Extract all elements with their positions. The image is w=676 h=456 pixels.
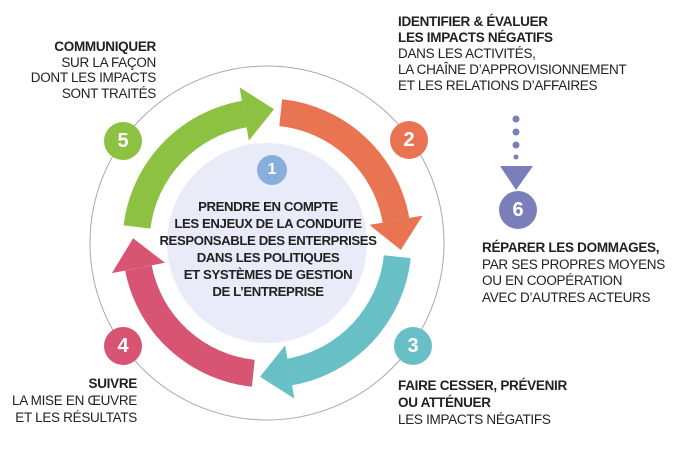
step-2-badge: 2 [390, 121, 428, 159]
step-1-label: PRENDRE EN COMPTE LES ENJEUX DE LA CONDU… [157, 198, 379, 300]
step-4-subtext: ET LES RÉSULTATS [15, 410, 137, 425]
step-5-subtext: DONT LES IMPACTS [30, 70, 157, 85]
step-4-badge: 4 [104, 327, 142, 365]
center-disc [167, 143, 367, 343]
arrow-head-orange-icon [369, 215, 423, 250]
cycle-arrow-green [123, 87, 274, 229]
step-2-label: IDENTIFIER & ÉVALUER LES IMPACTS NÉGATIF… [398, 14, 627, 94]
step-3-badge: 3 [394, 327, 432, 365]
dotted-arrow-down-icon [500, 115, 533, 190]
step-1-line: PRENDRE EN COMPTE [198, 199, 338, 214]
step-4-subtext: LA MISE EN ŒUVRE [12, 393, 137, 408]
step-6-title: RÉPARER LES DOMMAGES, [482, 240, 660, 255]
step-2-subtext: LA CHAÎNE D’APPROVISIONNEMENT [398, 62, 627, 77]
step-6-label: RÉPARER LES DOMMAGES, PAR SES PROPRES MO… [482, 240, 665, 306]
step-5-label: COMMUNIQUER SUR LA FAÇON DONT LES IMPACT… [30, 39, 157, 101]
step-5-title: COMMUNIQUER [54, 39, 156, 54]
step-6-subtext: OU EN COOPÉRATION [482, 273, 623, 288]
cycle-arrow-pink [111, 238, 256, 387]
outer-ring-line [89, 65, 445, 421]
step-1-line: DE L’ENTREPRISE [212, 284, 324, 299]
step-5-subtext: SUR LA FAÇON [61, 54, 156, 70]
step-6-subtext: AVEC D’AUTRES ACTEURS [482, 289, 651, 305]
cycle-arrow-teal [260, 254, 411, 399]
step-5-badge: 5 [104, 122, 142, 160]
step-1-line: DANS LES POLITIQUES [196, 250, 340, 265]
step-2-title: IDENTIFIER & ÉVALUER [398, 14, 548, 29]
step-6-badge: 6 [499, 191, 537, 229]
step-1-badge: 1 [257, 155, 287, 185]
step-1-line: ET SYSTÈMES DE GESTION [183, 267, 353, 282]
step-3-title: OU ATTÉNUER [398, 395, 491, 410]
step-1-line: RESPONSABLE DES ENTERPRISES [159, 233, 377, 248]
arrow-head-pink-icon [111, 238, 165, 274]
arrow-head-green-icon [239, 87, 274, 141]
step-3-subtext: LES IMPACTS NÉGATIFS [398, 412, 551, 427]
step-2-title: LES IMPACTS NÉGATIFS [398, 30, 553, 45]
step-2-subtext: ET LES RELATIONS D’AFFAIRES [398, 78, 598, 93]
step-3-label: FAIRE CESSER, PRÉVENIR OU ATTÉNUER LES I… [398, 377, 567, 428]
cycle-arrow-orange [278, 99, 423, 250]
step-3-title: FAIRE CESSER, PRÉVENIR [398, 378, 567, 393]
step-4-title: SUIVRE [88, 376, 138, 391]
step-2-subtext: DANS LES ACTIVITÉS, [398, 46, 536, 61]
step-1-line: LES ENJEUX DE LA CONDUITE [174, 216, 362, 231]
arrow-head-teal-icon [260, 345, 295, 399]
step-4-label: SUIVRE LA MISE EN ŒUVRE ET LES RÉSULTATS [12, 375, 137, 426]
step-5-subtext: SONT TRAITÉS [61, 85, 156, 101]
step-6-subtext: PAR SES PROPRES MOYENS [482, 256, 665, 272]
